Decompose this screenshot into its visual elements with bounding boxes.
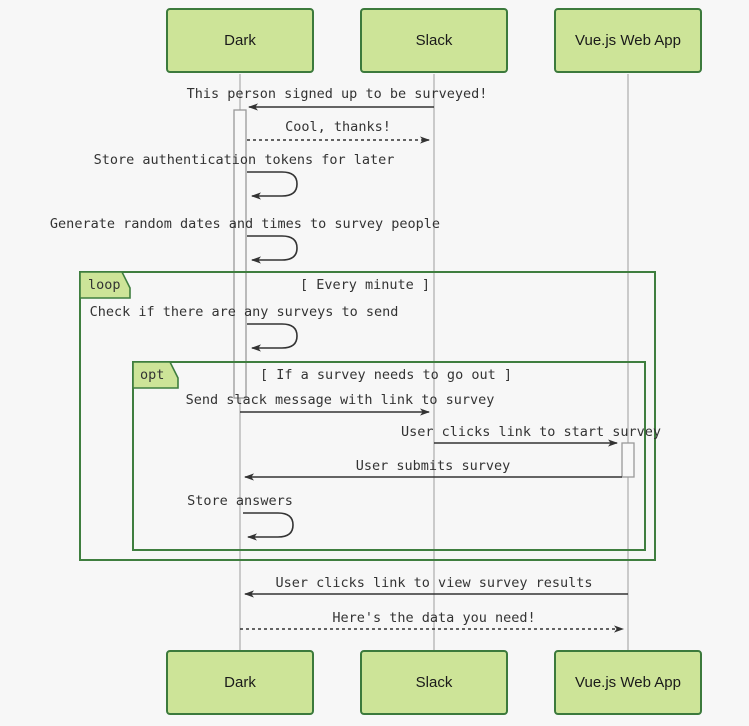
participant-label-vue-bottom: Vue.js Web App [575,674,681,691]
message-label-3: Generate random dates and times to surve… [49,216,441,232]
message-label-8: Store answers [187,493,293,509]
loop-frame-condition-label: [ Every minute ] [300,277,431,293]
loop-frame-tag-shape [79,271,131,299]
participant-box-dark-bottom[interactable]: Dark [166,650,314,715]
opt-frame-condition-label: [ If a survey needs to go out ] [260,367,512,383]
participant-label-vue-top: Vue.js Web App [575,32,681,49]
participant-box-vue-top[interactable]: Vue.js Web App [554,8,702,73]
opt-frame-box [132,361,646,551]
participant-label-slack-top: Slack [415,32,453,49]
opt-frame-tag-label: opt [140,367,165,383]
participant-box-slack-bottom[interactable]: Slack [360,650,508,715]
message-label-7: User submits survey [355,458,511,474]
participant-box-vue-bottom[interactable]: Vue.js Web App [554,650,702,715]
activation-bar-dark [233,109,247,399]
message-label-5: Send slack message with link to survey [185,392,495,408]
activation-bar-vue [621,442,635,478]
message-arrow-2 [247,171,298,200]
frames [79,271,656,561]
message-label-0: This person signed up to be surveyed! [186,86,488,102]
participant-label-slack-bottom: Slack [415,674,453,691]
participant-label-dark-bottom: Dark [224,674,256,691]
loop-frame-box [79,271,656,561]
message-arrow-4 [247,323,298,352]
participant-label-dark-top: Dark [224,32,256,49]
loop-frame-tag-label: loop [88,277,121,293]
message-arrow-8 [243,512,294,541]
message-label-4: Check if there are any surveys to send [89,304,399,320]
message-arrows [240,103,628,633]
message-label-10: Here's the data you need! [332,610,536,626]
message-label-6: User clicks link to start survey [400,424,662,440]
message-arrow-3 [247,235,298,264]
message-label-9: User clicks link to view survey results [275,575,593,591]
opt-frame-tag-shape [132,361,179,389]
activation-bars [233,109,635,478]
participant-box-dark-top[interactable]: Dark [166,8,314,73]
participant-box-slack-top[interactable]: Slack [360,8,508,73]
message-label-1: Cool, thanks! [285,119,391,135]
message-label-2: Store authentication tokens for later [93,152,395,168]
